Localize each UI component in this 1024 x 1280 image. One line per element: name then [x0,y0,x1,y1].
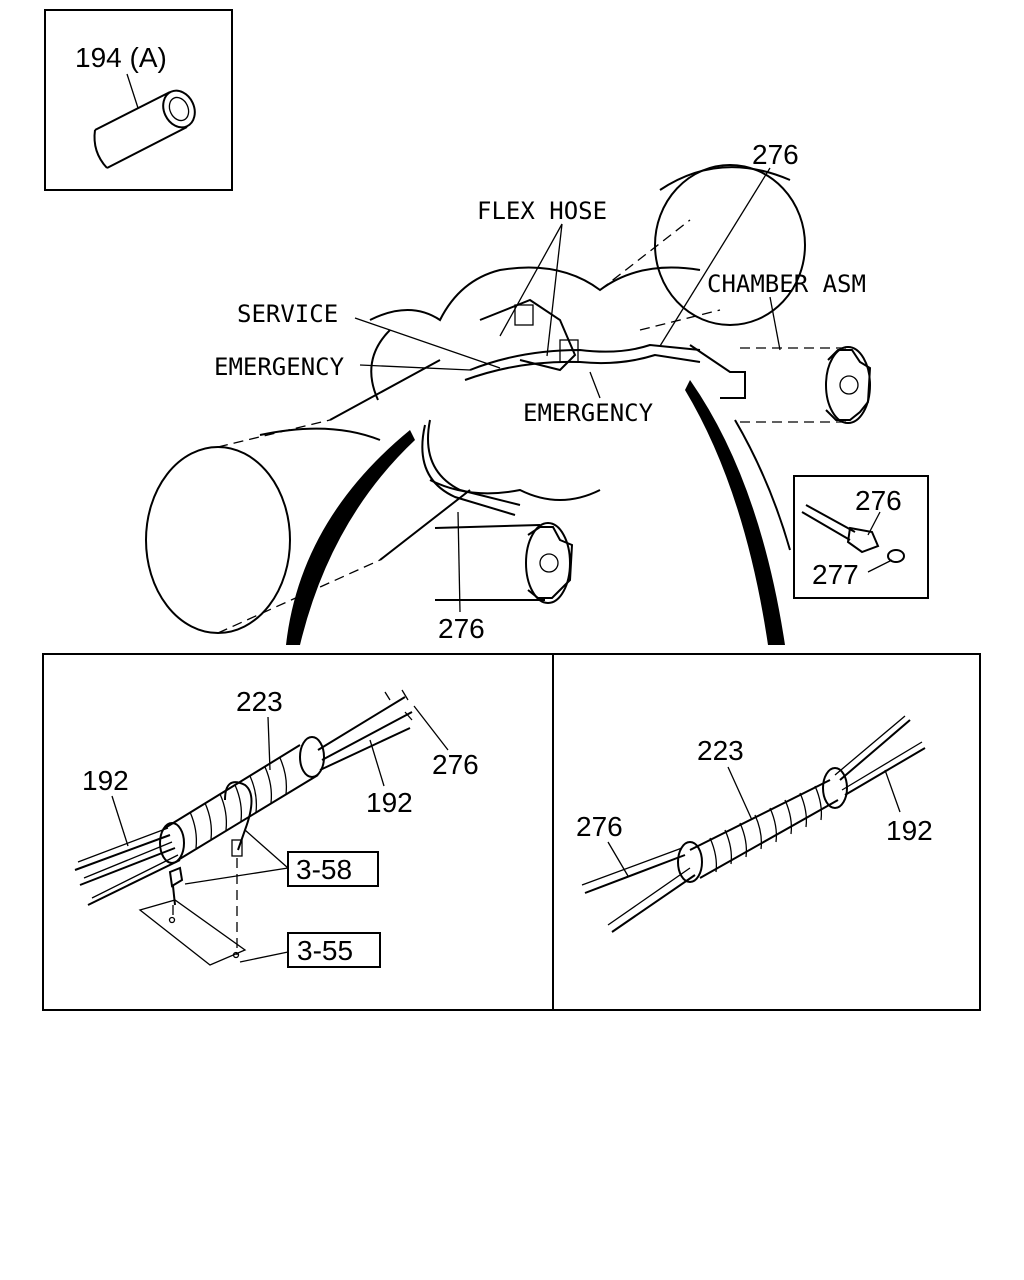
zoom-wedge-left [286,430,415,645]
label-flex-hose: FLEX HOSE [477,197,607,225]
label-detail-right-223: 223 [697,735,744,766]
axle-assembly-drawing [145,164,872,645]
leader-276-top [659,167,771,347]
brake-chamber-right [740,346,872,424]
label-276-bottom: 276 [438,613,485,644]
zoom-wedge-right [685,380,785,645]
detail-right: 223 276 192 [576,715,933,933]
label-detail-left-223: 223 [236,686,283,717]
leader-276-bottom [457,511,461,613]
leader-emergency-right [589,371,601,399]
label-detail-right-192: 192 [886,815,933,846]
inset-fitting: 276 277 [793,475,929,599]
label-emergency-right: EMERGENCY [523,399,654,427]
fitting-hose-icon [801,504,856,541]
leader-emergency-left [359,364,471,371]
leader-flex-hose-2 [546,223,563,357]
leader-service [354,317,501,369]
label-service: SERVICE [237,300,338,328]
label-ref-3-58: 3-58 [296,854,352,885]
clamp-ring-right-b [822,767,848,809]
fitting-nut-icon [846,526,880,554]
label-chamber-asm: CHAMBER ASM [707,270,866,298]
inset-194a: 194 (A) [44,9,233,191]
detail-frame [42,653,981,1011]
label-fitting-277: 277 [812,559,859,590]
leader-chamber-asm [769,296,781,351]
tube-194a-icon [93,89,196,169]
label-ref-3-55: 3-55 [297,935,353,966]
leader-194a [126,73,139,109]
label-detail-left-192b: 192 [366,787,413,818]
clamp-ring-right [299,736,325,778]
ref-box-3-55 [287,932,381,968]
bracket-plate-icon [138,899,247,966]
detail-left: 223 192 192 276 3-58 3-55 [74,686,479,968]
wire-clip-icon [224,781,253,851]
label-fitting-276: 276 [855,485,902,516]
inset-fitting-frame [793,475,929,599]
washer-icon [887,549,905,563]
leader-flex-hose-1 [499,223,563,337]
label-detail-right-276: 276 [576,811,623,842]
label-194a: 194 (A) [75,42,167,73]
leader-fitting-277 [867,559,893,573]
clamp-ring-left [159,822,185,864]
brake-chamber-lower [434,522,574,604]
label-detail-left-192a: 192 [82,765,129,796]
bolt-head-icon [168,866,184,888]
leader-fitting-276 [867,511,881,536]
label-detail-left-276: 276 [432,749,479,780]
ref-box-3-58 [287,851,379,887]
label-276-top: 276 [752,139,799,170]
label-emergency-left: EMERGENCY [214,353,345,381]
inset-194a-frame [44,9,233,191]
clamp-ring-right-a [677,841,703,883]
